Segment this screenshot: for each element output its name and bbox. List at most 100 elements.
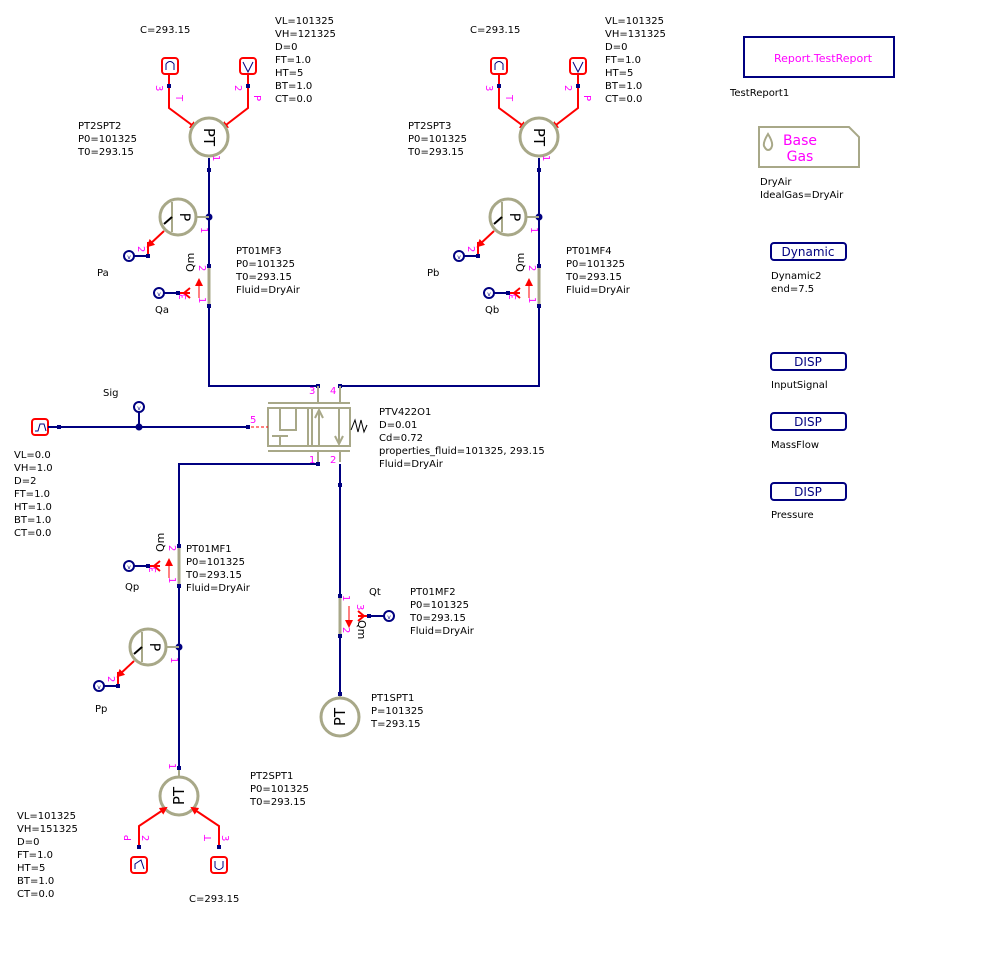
pin-label: 3 [153, 85, 164, 91]
ramp-pressure-source-block[interactable] [130, 856, 148, 874]
directional-valve-ptv422o1[interactable] [267, 386, 368, 462]
ramp-pressure-source-block[interactable] [569, 57, 587, 75]
pressure-output-signal[interactable] [146, 230, 165, 248]
pin-label: 1 [340, 595, 351, 601]
signal-name: Sig [103, 388, 118, 399]
disp-block-inputsignal[interactable]: DISP [770, 352, 847, 371]
pipe-from-port-1[interactable] [178, 463, 318, 546]
param-text: T0=293.15 [409, 613, 466, 624]
disp-block-pressure[interactable]: DISP [770, 482, 847, 501]
pressure-signal-wire[interactable] [138, 806, 168, 846]
component-name: TestReport1 [729, 88, 789, 99]
param-text: end=7.5 [771, 284, 814, 295]
component-name: PTV422O1 [379, 407, 431, 418]
pin-label: 3 [178, 294, 189, 300]
signal-name: Qa [155, 305, 169, 316]
pressure-signal-wire[interactable] [550, 74, 579, 130]
constant-temp-source-block[interactable] [490, 57, 508, 75]
component-name: PT01MF1 [186, 544, 232, 555]
param-text: T0=293.15 [249, 797, 306, 808]
gauge-symbol: P [506, 213, 522, 221]
pin-label: 2 [340, 627, 351, 633]
pin-label: 3 [483, 85, 494, 91]
constant-icon [165, 61, 175, 70]
pin-letter: P [251, 95, 262, 101]
param-text: VH=131325 [605, 29, 666, 40]
pressure-signal-wire[interactable] [220, 74, 249, 130]
param-text: FT=1.0 [14, 489, 50, 500]
pressure-gauge-pp[interactable]: P [128, 627, 179, 667]
pressure-gauge-pb[interactable]: P [488, 197, 539, 237]
gauge-symbol: P [146, 643, 162, 651]
gauge-symbol: P [176, 213, 192, 221]
param-text: BT=1.0 [275, 81, 312, 92]
pressure-gauge-pa[interactable]: P [158, 197, 209, 237]
pressure-output-signal[interactable] [476, 230, 495, 248]
pin-label: 2 [465, 246, 476, 252]
pipe-to-port-3[interactable] [208, 306, 318, 387]
param-text: HT=5 [17, 863, 45, 874]
constant-temp-source-block[interactable] [210, 856, 228, 874]
temp-source-label: C=293.15 [140, 25, 190, 36]
ramp-icon [572, 61, 584, 74]
dynamic-simulation-block[interactable]: Dynamic [770, 242, 847, 261]
variable-display-qt[interactable]: v [383, 610, 395, 622]
pt-symbol: PT [170, 786, 188, 805]
pin-label: 2 [232, 85, 243, 91]
variable-display-pp[interactable]: v [93, 680, 105, 692]
param-text: CT=0.0 [605, 94, 642, 105]
pt-sensor-pt2spt3[interactable]: PT [518, 116, 560, 158]
pt-sensor-pt2spt1[interactable]: PT [158, 770, 200, 817]
pin-label: 1 [540, 155, 551, 161]
param-text: P=101325 [371, 706, 424, 717]
pressure-source-tank-pt1spt1[interactable]: PT [319, 696, 361, 738]
pt-symbol: PT [200, 128, 218, 147]
base-gas-label: Gas [787, 149, 814, 165]
disp-label: DISP [794, 415, 822, 429]
variable-display-sig[interactable]: v [133, 401, 145, 413]
signal-name: Qt [369, 587, 381, 598]
param-text: HT=5 [275, 68, 303, 79]
pin-letter: T [503, 94, 514, 102]
param-text: CT=0.0 [17, 889, 54, 900]
pt-symbol: PT [530, 128, 548, 147]
param-text: VL=0.0 [14, 450, 51, 461]
base-gas-block[interactable]: Base Gas [758, 126, 860, 168]
pipe-to-port-4[interactable] [340, 306, 540, 387]
flow-signal-output [510, 287, 521, 299]
param-text: HT=5 [605, 68, 633, 79]
pin-label: 1 [198, 227, 209, 233]
pressure-output-signal[interactable] [116, 660, 135, 678]
param-text: FT=1.0 [605, 55, 641, 66]
variable-display-qa[interactable]: v [153, 287, 165, 299]
port-label: 3 [309, 386, 315, 397]
pin-label: 1 [166, 577, 177, 583]
pressure-source-params: VL=101325 VH=121325 D=0 FT=1.0 HT=5 BT=1… [275, 16, 336, 105]
variable-display-pb[interactable]: v [453, 250, 465, 262]
disp-block-massflow[interactable]: DISP [770, 412, 847, 431]
param-text: VH=151325 [17, 824, 78, 835]
pt-sensor-pt2spt2[interactable]: PT [188, 116, 230, 158]
component-name: PT01MF4 [566, 246, 612, 257]
pin-label: 1 [196, 297, 207, 303]
component-name: PT1SPT1 [371, 693, 414, 704]
param-text: D=0 [605, 42, 627, 53]
pulse-signal-source[interactable] [31, 418, 49, 436]
constant-icon [214, 861, 224, 870]
variable-display-qp[interactable]: v [123, 560, 135, 572]
component-name: Dynamic2 [771, 271, 821, 282]
report-block[interactable]: Report.TestReport [743, 36, 895, 78]
port-label: 4 [330, 386, 336, 397]
constant-icon [494, 61, 504, 70]
temp-signal-wire[interactable] [190, 806, 220, 846]
variable-display-pa[interactable]: v [123, 250, 135, 262]
param-text: P0=101325 [410, 600, 469, 611]
component-name: InputSignal [771, 380, 828, 391]
param-text: P0=101325 [78, 134, 137, 145]
signal-name: Pp [95, 704, 107, 715]
component-name: PT01MF3 [236, 246, 282, 257]
constant-temp-source-block[interactable] [161, 57, 179, 75]
variable-display-qb[interactable]: v [483, 287, 495, 299]
ramp-pressure-source-block[interactable] [239, 57, 257, 75]
